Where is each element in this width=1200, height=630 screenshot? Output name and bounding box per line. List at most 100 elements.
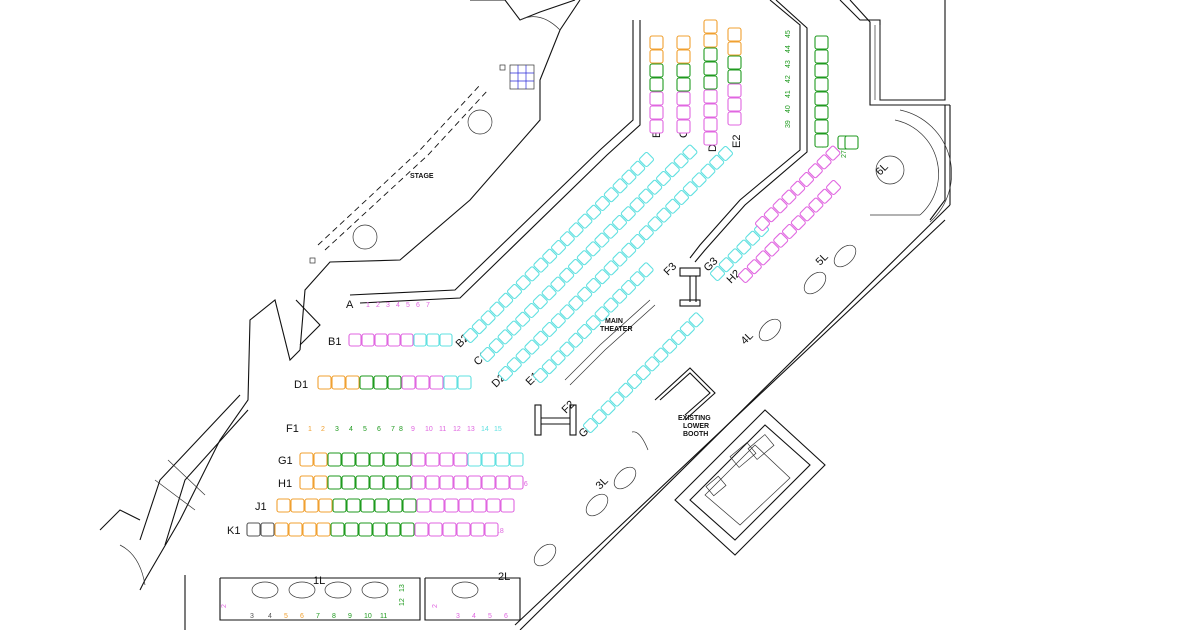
row-b1-seat-3[interactable]: [374, 333, 388, 347]
row-g2-seat-4[interactable]: [609, 391, 625, 407]
col-c2-seat-4[interactable]: [676, 77, 691, 92]
row-e1-seat-3[interactable]: [550, 350, 566, 366]
col-d3-seat-7[interactable]: [703, 103, 718, 118]
row-e1-seat-7[interactable]: [585, 315, 602, 331]
row-h2-seat-4[interactable]: [764, 241, 780, 257]
row-j1-seat-5[interactable]: [332, 498, 347, 513]
row-k1-seat-17[interactable]: [470, 522, 485, 537]
row-g2-seat-1[interactable]: [583, 418, 599, 434]
col-d3-seat-3[interactable]: [703, 47, 718, 62]
row-g2-seat-8[interactable]: [644, 356, 660, 372]
row-k1-seat-5[interactable]: [302, 522, 317, 537]
row-g2-seat-10[interactable]: [662, 338, 678, 355]
col-c2-seat-1[interactable]: [676, 35, 691, 50]
row-d2-seat-17[interactable]: [638, 225, 655, 241]
row-d2-seat-1[interactable]: [498, 366, 514, 382]
row-c1-seat-16[interactable]: [612, 215, 628, 231]
row-h1-seat-9[interactable]: [411, 475, 426, 490]
row-b2-seat-20[interactable]: [630, 160, 646, 177]
row-h2b-seat-2[interactable]: [763, 207, 780, 223]
row-d2-seat-20[interactable]: [665, 198, 681, 215]
row-c1-seat-1[interactable]: [480, 347, 496, 363]
row-d2-seat-8[interactable]: [559, 304, 575, 320]
row-c1-seat-6[interactable]: [524, 303, 540, 319]
row-d1-seat-3[interactable]: [345, 375, 360, 390]
row-j1-seat-9[interactable]: [388, 498, 403, 513]
row-g1-seat-13[interactable]: [467, 452, 482, 467]
row-b2-seat-19[interactable]: [621, 169, 637, 185]
row-g2-seat-9[interactable]: [653, 347, 669, 363]
col-e2-seat-5[interactable]: [727, 83, 742, 98]
row-d1-seat-4[interactable]: [359, 375, 374, 390]
row-h2-seat-3[interactable]: [755, 250, 771, 266]
col-c2-seat-3[interactable]: [676, 63, 691, 78]
row-d2-seat-6[interactable]: [542, 322, 558, 338]
row-g3-seat-4[interactable]: [736, 239, 752, 255]
row-k1-seat-13[interactable]: [414, 522, 429, 537]
row-b2-seat-2[interactable]: [471, 319, 488, 335]
col-right-seat-8[interactable]: [814, 133, 829, 148]
row-k1-seat-8[interactable]: [344, 522, 359, 537]
col-e2-seat-4[interactable]: [727, 69, 742, 84]
row-h2-seat-11[interactable]: [826, 180, 842, 196]
row-e1-seat-12[interactable]: [629, 271, 646, 287]
row-c1-seat-18[interactable]: [629, 197, 645, 213]
row-k1-seat-14[interactable]: [428, 522, 443, 537]
row-b2-seat-8[interactable]: [524, 266, 540, 282]
row-k1-seat-18[interactable]: [484, 522, 499, 537]
row-h2b-seat-8[interactable]: [816, 154, 832, 170]
row-d1-seat-6[interactable]: [387, 375, 402, 390]
row-d1-seat-5[interactable]: [373, 375, 388, 390]
row-g3-seat-3[interactable]: [727, 248, 743, 264]
col-right-seat-6[interactable]: [814, 105, 829, 120]
row-b1-seat-2[interactable]: [361, 333, 375, 347]
row-h1-seat-11[interactable]: [439, 475, 454, 490]
row-h2b-seat-3[interactable]: [772, 198, 788, 214]
row-j1-seat-15[interactable]: [472, 498, 487, 513]
row-g1-seat-10[interactable]: [425, 452, 440, 467]
col-d3-seat-1[interactable]: [703, 19, 718, 34]
row-h2b-seat-9[interactable]: [825, 145, 841, 161]
row-j1-seat-7[interactable]: [360, 498, 375, 513]
row-d2-seat-26[interactable]: [718, 146, 734, 162]
row-g1-seat-15[interactable]: [495, 452, 510, 467]
row-d1-seat-8[interactable]: [415, 375, 430, 390]
row-d2-seat-11[interactable]: [586, 278, 602, 294]
col-b3-seat-3[interactable]: [649, 63, 664, 78]
row-e1-seat-6[interactable]: [577, 324, 593, 340]
row-h1-seat-16[interactable]: [509, 475, 524, 490]
row-b2-seat-3[interactable]: [480, 310, 496, 326]
col-c2-seat-2[interactable]: [676, 49, 691, 64]
row-h2-seat-2[interactable]: [746, 259, 763, 275]
row-b1-seat-5[interactable]: [400, 333, 414, 347]
row-g3-seat-1[interactable]: [710, 266, 726, 282]
row-h2-seat-6[interactable]: [782, 224, 798, 240]
row-g1-seat-1[interactable]: [299, 452, 314, 467]
row-c1-seat-4[interactable]: [506, 320, 522, 336]
row-k1-seat-9[interactable]: [358, 522, 373, 537]
row-b1-seat-6[interactable]: [413, 333, 427, 347]
row-j1-seat-2[interactable]: [290, 498, 305, 513]
row-b1-seat-8[interactable]: [439, 333, 453, 347]
col-d3-seat-4[interactable]: [703, 61, 718, 76]
row-h2-seat-5[interactable]: [773, 232, 789, 249]
row-h2-seat-10[interactable]: [817, 188, 833, 205]
row-b1-seat-4[interactable]: [387, 333, 401, 347]
row-g2-seat-13[interactable]: [688, 312, 704, 328]
row-b2-seat-18[interactable]: [612, 178, 628, 194]
col-b3-seat-1[interactable]: [649, 35, 664, 50]
row-j1-seat-3[interactable]: [304, 498, 319, 513]
row-d1-seat-1[interactable]: [317, 375, 332, 390]
row-h2-seat-8[interactable]: [799, 206, 815, 222]
row-b2-seat-17[interactable]: [603, 187, 620, 203]
row-h1-seat-12[interactable]: [453, 475, 468, 490]
row-g2-seat-12[interactable]: [679, 321, 696, 337]
col-e2-seat-3[interactable]: [727, 55, 742, 70]
row-b1-seat-1[interactable]: [348, 333, 362, 347]
row-d2-seat-21[interactable]: [674, 190, 690, 206]
row-h1-seat-3[interactable]: [327, 475, 342, 490]
row-h1-seat-8[interactable]: [397, 475, 412, 490]
row-b2-seat-10[interactable]: [542, 248, 558, 265]
row-h1-seat-15[interactable]: [495, 475, 510, 490]
row-j1-seat-1[interactable]: [276, 498, 291, 513]
